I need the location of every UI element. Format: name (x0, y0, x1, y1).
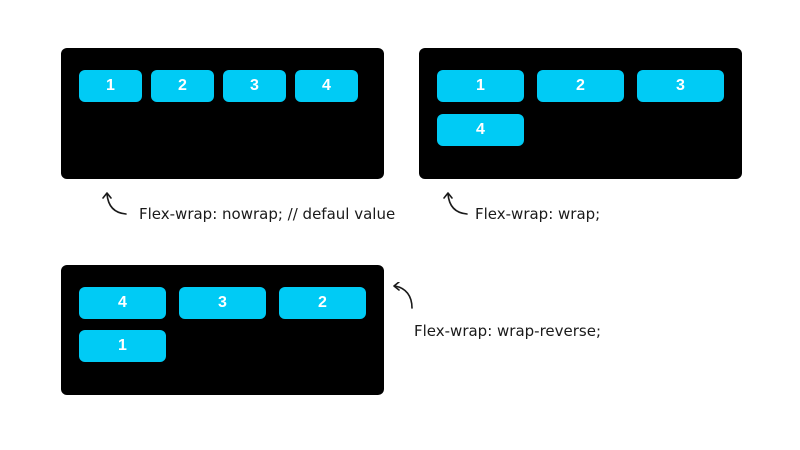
flex-item: 4 (437, 114, 524, 146)
caption-nowrap: Flex-wrap: nowrap; // defaul value (139, 205, 396, 223)
curved-arrow-icon (393, 282, 413, 309)
flex-item: 2 (537, 70, 624, 102)
flex-item: 3 (179, 287, 266, 319)
flex-item: 1 (79, 330, 166, 362)
flex-item: 1 (437, 70, 524, 102)
flex-item: 2 (279, 287, 366, 319)
wrap-container: 1 2 3 4 (419, 48, 742, 179)
curved-arrow-icon (102, 192, 127, 215)
caption-wrap: Flex-wrap: wrap; (475, 205, 601, 223)
flex-item: 3 (637, 70, 724, 102)
curved-arrow-icon (443, 192, 468, 215)
caption-wrap-reverse: Flex-wrap: wrap-reverse; (414, 322, 602, 340)
flex-item: 4 (79, 287, 166, 319)
flex-item: 1 (79, 70, 142, 102)
flex-item: 3 (223, 70, 286, 102)
wrap-reverse-container: 4 3 2 1 (61, 265, 384, 395)
flex-item: 2 (151, 70, 214, 102)
nowrap-container: 1 2 3 4 (61, 48, 384, 179)
flex-item: 4 (295, 70, 358, 102)
